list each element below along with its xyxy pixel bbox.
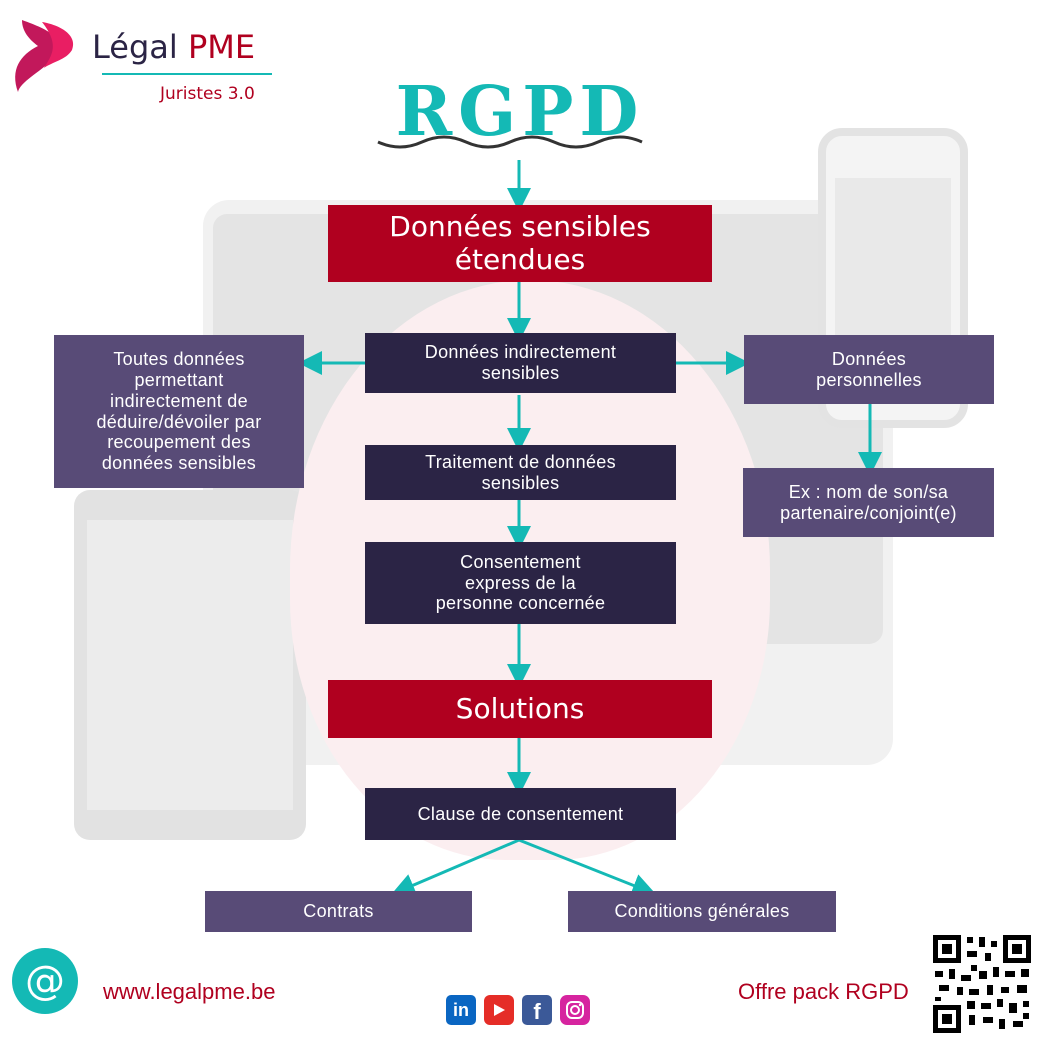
solutions-heading-box: Solutions xyxy=(328,680,712,738)
personal-data-label: Données personnelles xyxy=(816,348,922,390)
clause-box: Clause de consentement xyxy=(365,788,676,840)
brand-name-part2: PME xyxy=(187,28,256,66)
clause-label: Clause de consentement xyxy=(417,803,624,824)
processing-label: Traitement de données sensibles xyxy=(425,451,616,493)
processing-box: Traitement de données sensibles xyxy=(365,445,676,500)
youtube-icon[interactable] xyxy=(484,995,514,1025)
brand-name: Légal PME xyxy=(92,28,255,66)
terms-box: Conditions générales xyxy=(568,891,836,932)
terms-label: Conditions générales xyxy=(614,901,790,922)
indirect-data-label: Données indirectement sensibles xyxy=(424,342,617,383)
at-icon: @ xyxy=(12,948,78,1014)
consent-box: Consentement express de la personne conc… xyxy=(365,542,676,624)
logo-mark-icon xyxy=(15,20,74,92)
main-heading-box: Données sensibles étendues xyxy=(328,205,712,282)
main-heading: Données sensibles étendues xyxy=(389,210,651,276)
left-note-box: Toutes données permettant indirectement … xyxy=(54,335,304,488)
indirect-data-box: Données indirectement sensibles xyxy=(365,333,676,393)
personal-data-box: Données personnelles xyxy=(744,335,994,404)
personal-example-box: Ex : nom de son/sa partenaire/conjoint(e… xyxy=(743,468,994,537)
instagram-icon[interactable] xyxy=(560,995,590,1025)
personal-example-label: Ex : nom de son/sa partenaire/conjoint(e… xyxy=(780,481,957,523)
contracts-label: Contrats xyxy=(303,901,374,922)
page-title: RGPD xyxy=(395,72,645,152)
brand-tagline: Juristes 3.0 xyxy=(160,84,255,104)
facebook-icon[interactable]: f xyxy=(522,995,552,1025)
background-tablet-screen xyxy=(87,520,293,810)
linkedin-icon[interactable]: in xyxy=(446,995,476,1025)
contracts-box: Contrats xyxy=(205,891,472,932)
brand-name-part1: Légal xyxy=(92,28,178,66)
consent-label: Consentement express de la personne conc… xyxy=(435,551,606,614)
social-icons: in f xyxy=(446,995,590,1025)
offer-label: Offre pack RGPD xyxy=(738,979,909,1004)
qr-code-icon[interactable] xyxy=(933,935,1031,1033)
website-link[interactable]: www.legalpme.be xyxy=(103,979,276,1004)
solutions-heading: Solutions xyxy=(455,691,585,725)
title-wave-decoration xyxy=(377,135,643,149)
left-note-label: Toutes données permettant indirectement … xyxy=(96,349,262,473)
